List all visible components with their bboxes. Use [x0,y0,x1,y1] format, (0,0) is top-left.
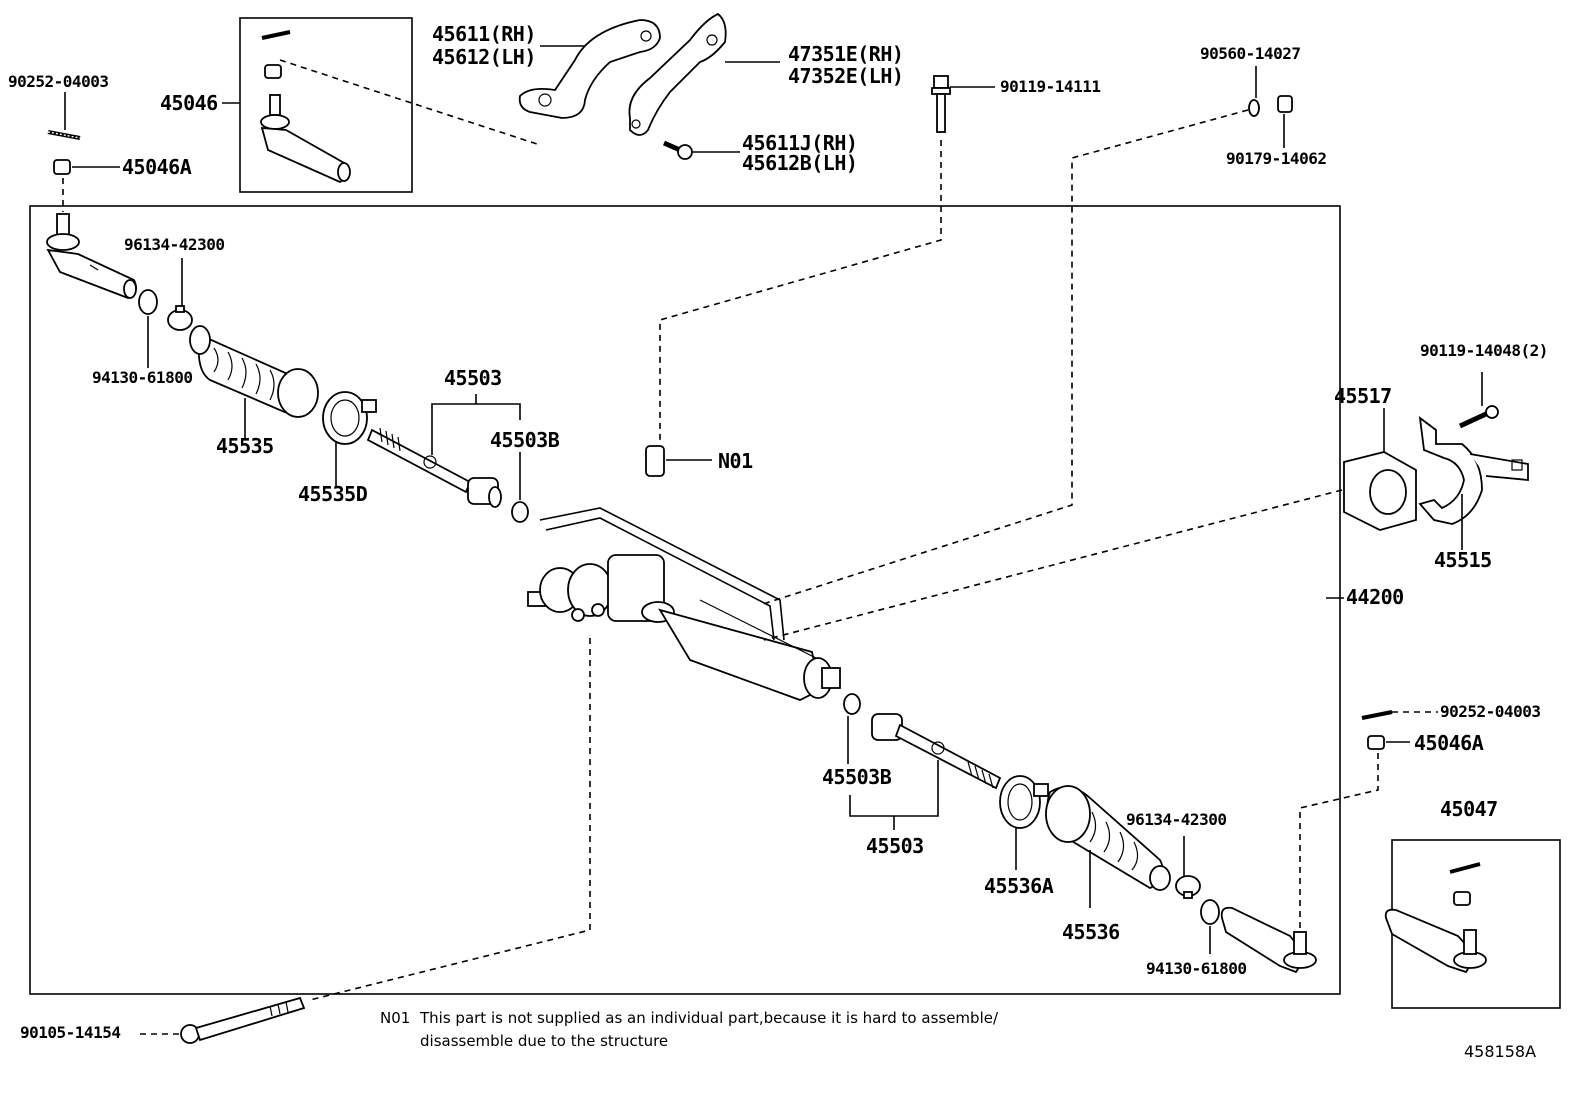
steering-rack-housing [527,507,841,701]
label-45515: 45515 [1434,548,1492,572]
tie-rod-left [366,427,502,508]
label-45611-rh: 45611(RH) [432,22,536,46]
bolt-90105-14154 [180,996,306,1044]
nut-right [1367,735,1385,750]
inset-box-45046 [239,17,413,193]
steering-bracket [628,12,727,136]
bolt-90119-14048 [1458,405,1499,429]
cotter-pin-left [47,130,81,140]
label-45046: 45046 [160,91,218,115]
lock-washer-left [511,501,529,523]
label-96134-42300-left: 96134-42300 [124,235,225,254]
label-45046a-top: 45046A [122,155,192,179]
bolt-90119-14111 [931,75,951,133]
clamp-right [1175,875,1201,899]
label-90105-14154: 90105-14154 [20,1023,121,1042]
bracket-45515 [1418,416,1529,525]
cotter-pin-right [1361,710,1393,720]
label-45535: 45535 [216,434,274,458]
footnote-line-1: This part is not supplied as an individu… [420,1009,999,1027]
tie-rod-end-left [46,213,137,299]
label-45535d: 45535D [298,482,368,506]
bushing-45517 [1343,451,1417,531]
label-n01: N01 [718,449,753,473]
label-45611j-rh: 45611J(RH) [742,131,858,155]
label-45047: 45047 [1440,797,1498,821]
footnote-code: N01 [380,1009,411,1027]
inset-45046-parts [260,30,351,183]
label-90252-04003-top: 90252-04003 [8,72,109,91]
assembly-frame [29,205,1341,995]
ring-left [138,289,158,315]
lock-washer-right [843,693,861,715]
label-47352e-lh: 47352E(LH) [788,64,904,88]
tie-rod-end-right [1220,906,1317,974]
nut-90179 [1277,95,1293,113]
label-45503b-bottom: 45503B [822,765,892,789]
knuckle-arm [518,19,661,119]
label-90119-14111: 90119-14111 [1000,77,1101,96]
label-45536: 45536 [1062,920,1120,944]
label-90119-14048: 90119-14048(2) [1420,341,1548,360]
nut-left [53,159,71,175]
diagram-reference-number: 458158A [1464,1042,1537,1061]
clamp-left [167,305,193,331]
label-45046a-right: 45046A [1414,731,1484,755]
washer-90560 [1248,99,1260,117]
label-90252-04003-right: 90252-04003 [1440,702,1541,721]
boot-right [1045,785,1171,891]
label-45536a: 45536A [984,874,1054,898]
label-44200: 44200 [1346,585,1404,609]
sleeve-n01 [645,445,665,477]
tie-rod-right [871,713,1002,790]
label-45503-top: 45503 [444,366,502,390]
label-45503b-top: 45503B [490,428,560,452]
label-47351e-rh: 47351E(RH) [788,42,904,66]
ring-right [1200,899,1220,925]
label-90179-14062: 90179-14062 [1226,149,1327,168]
boot-left [189,325,319,418]
inset-45047-parts [1384,862,1487,974]
footnote-line-2: disassemble due to the structure [420,1032,669,1050]
label-45503-bottom: 45503 [866,834,924,858]
band-left [322,391,377,445]
bolt-45611j [662,140,693,160]
label-94130-61800-left: 94130-61800 [92,368,193,387]
band-right [999,775,1049,829]
label-96134-42300-right: 96134-42300 [1126,810,1227,829]
label-45517: 45517 [1334,384,1392,408]
label-94130-61800-right: 94130-61800 [1146,959,1247,978]
label-45612b-lh: 45612B(LH) [742,151,858,175]
label-90560-14027: 90560-14027 [1200,44,1301,63]
label-45612-lh: 45612(LH) [432,45,536,69]
